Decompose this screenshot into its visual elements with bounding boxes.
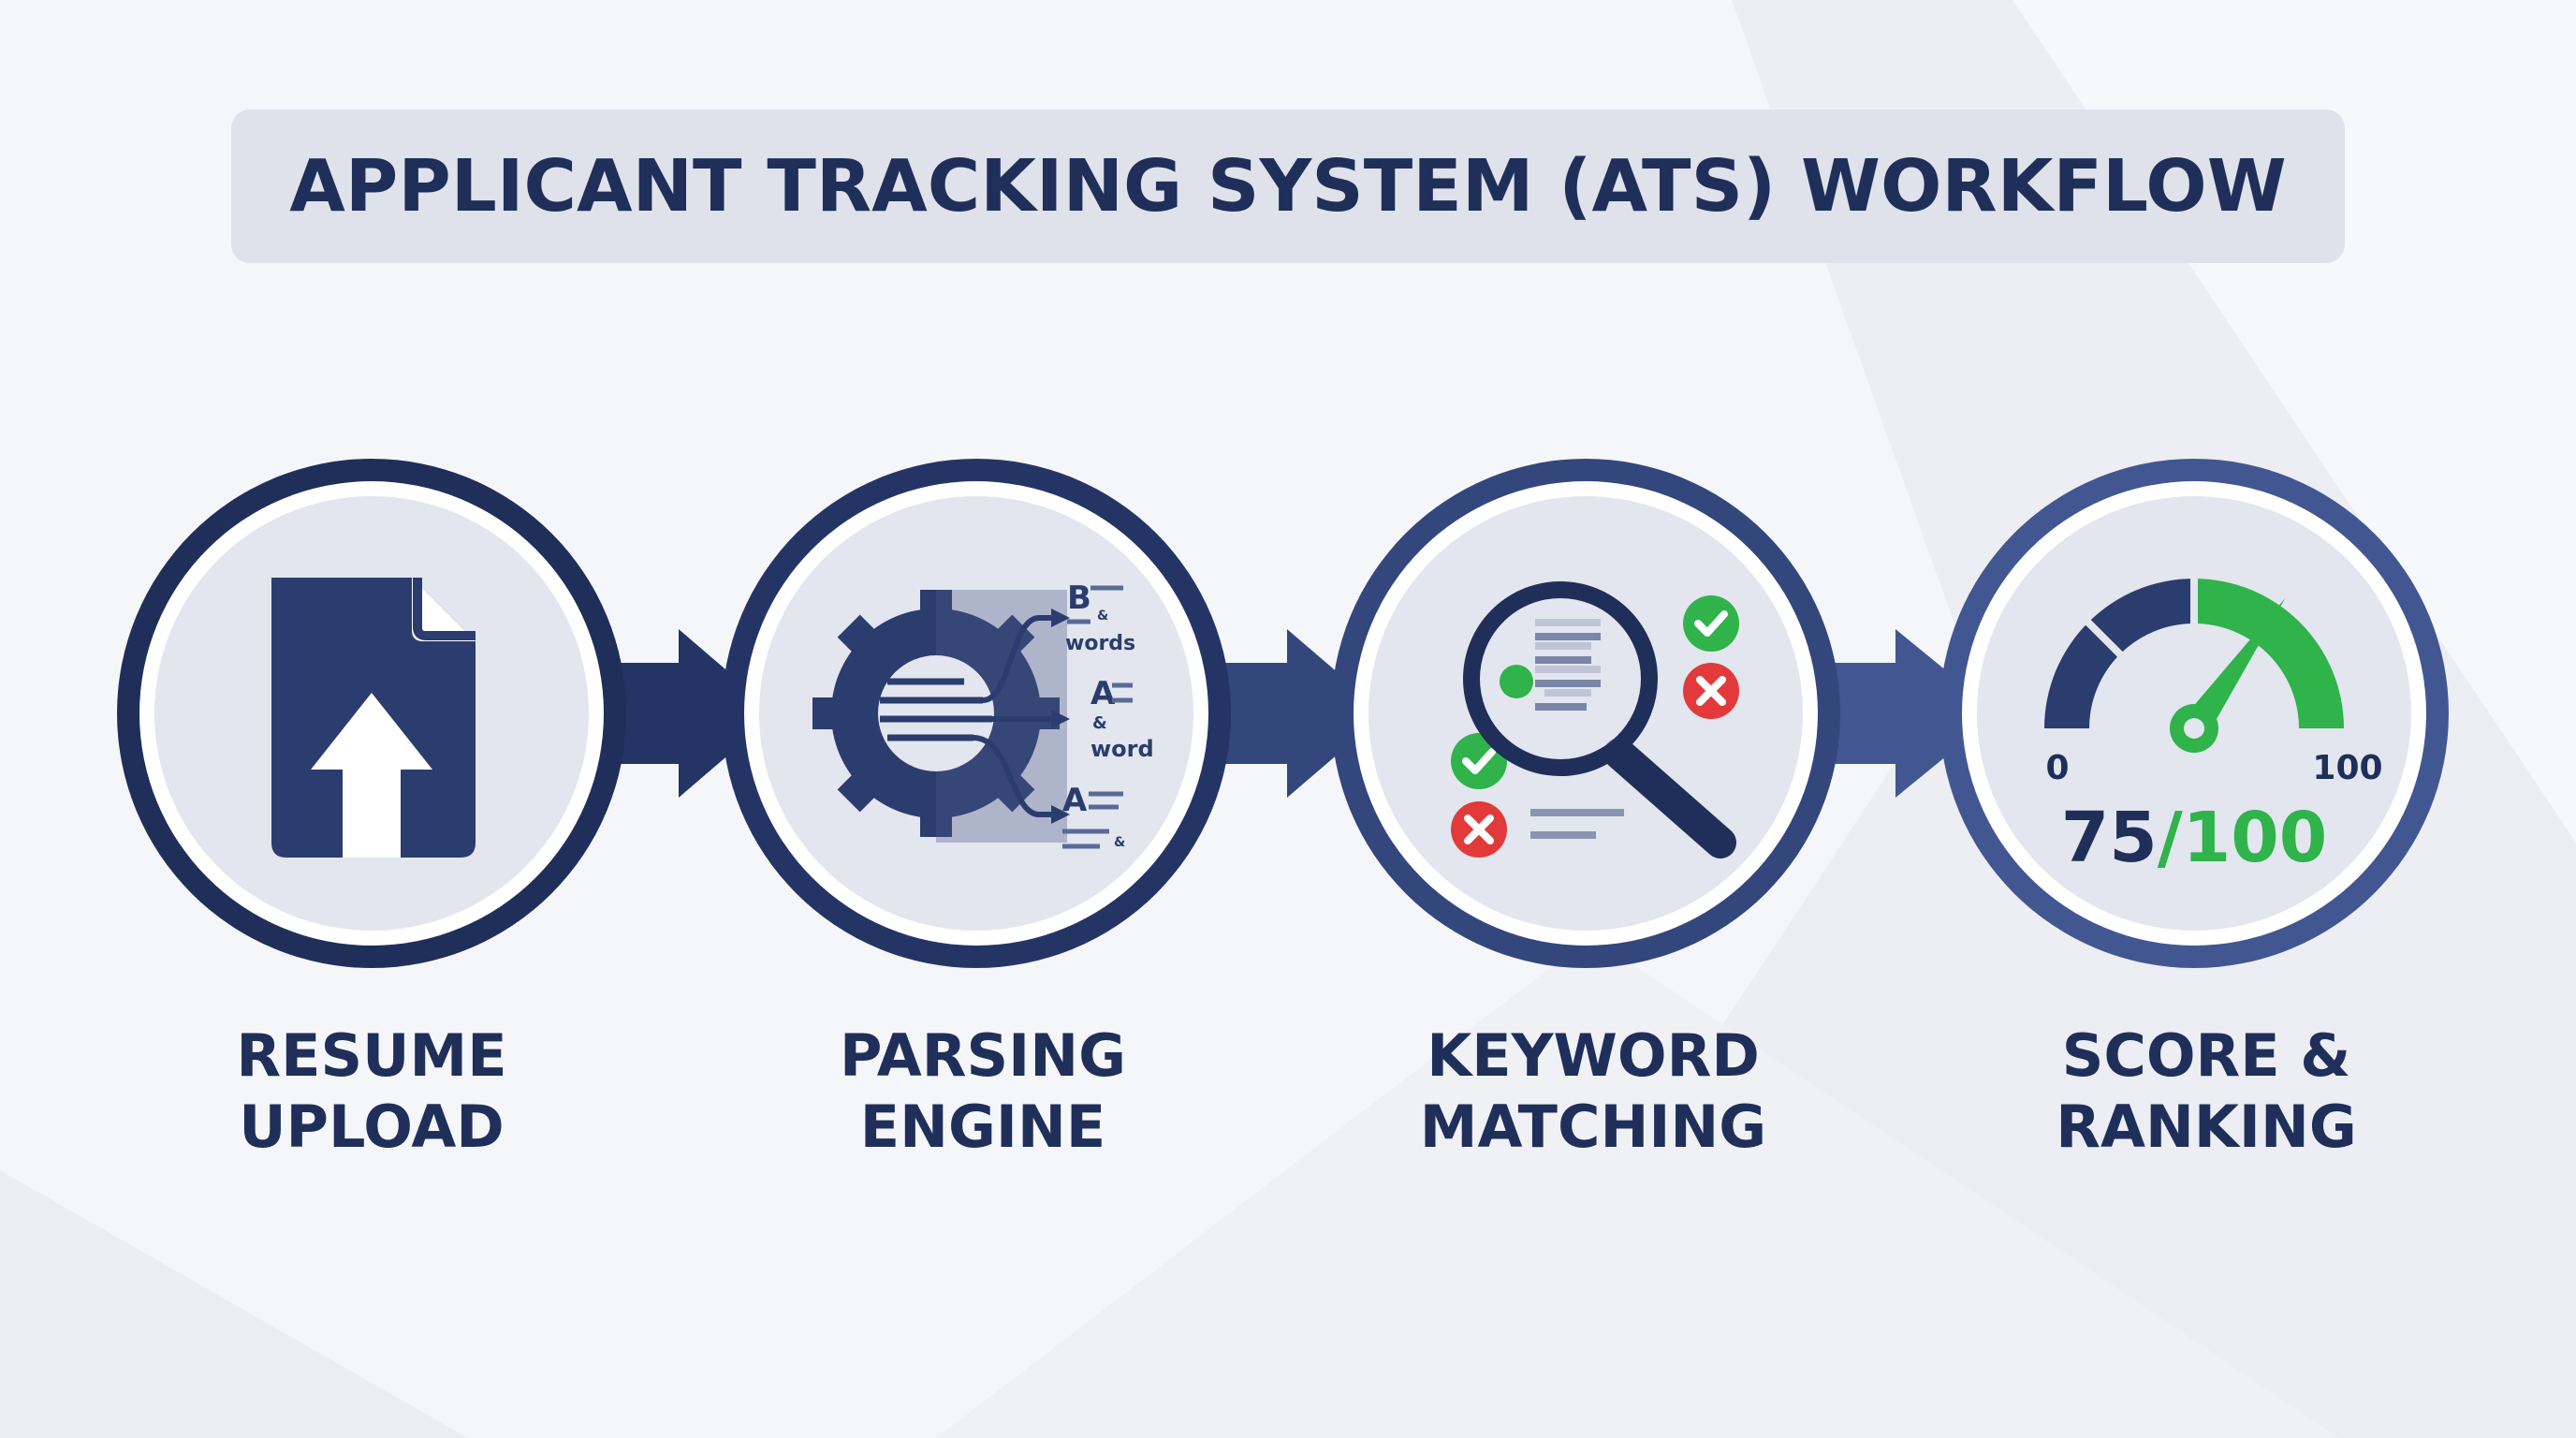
step-label-resume-upload: RESUME UPLOAD [128, 1020, 615, 1163]
step-label-line: SCORE & [2061, 1021, 2351, 1090]
gauge-max-label: 100 [2312, 749, 2382, 787]
score-total: /100 [2158, 798, 2328, 878]
step-label-line: PARSING [840, 1021, 1126, 1090]
step-label-line: RANKING [2056, 1093, 2357, 1161]
gauge-icon [2044, 574, 2344, 753]
step-label-parsing-engine: PARSING ENGINE [739, 1020, 1226, 1163]
fragment-1-amp: & [1097, 609, 1108, 624]
step-keyword-matching [1331, 459, 1840, 968]
step-score-ranking: 0 100 75/100 [1939, 459, 2449, 968]
parsed-fragments: B & words A & word A [1062, 580, 1154, 850]
score-value: 75 [2061, 798, 2158, 878]
fragment-3-amp: & [1114, 835, 1125, 850]
fragment-1-word: words [1065, 632, 1135, 655]
file-upload-icon [271, 578, 476, 858]
gauge-needle [2181, 597, 2286, 738]
step-label-line: ENGINE [859, 1093, 1106, 1161]
step-label-line: MATCHING [1419, 1093, 1767, 1161]
cross-icon [1683, 663, 1739, 719]
fragment-2-letter: A [1090, 675, 1116, 712]
diagram-title: APPLICANT TRACKING SYSTEM (ATS) WORKFLOW [289, 144, 2287, 228]
step-label-keyword-matching: KEYWORD MATCHING [1350, 1020, 1837, 1163]
step-label-line: KEYWORD [1427, 1021, 1760, 1090]
magnifier-icon [1463, 581, 1736, 858]
check-icon [1683, 595, 1739, 652]
step-label-line: RESUME [236, 1021, 507, 1090]
step-parsing-engine: B & words A & word A [722, 459, 1231, 968]
fragment-1-letter: B [1067, 580, 1091, 617]
step-label-line: UPLOAD [239, 1093, 505, 1161]
gear-icon [812, 590, 1070, 843]
cross-icon [1451, 801, 1507, 858]
score-readout: 75/100 [2061, 798, 2327, 878]
title-banner: APPLICANT TRACKING SYSTEM (ATS) WORKFLOW [231, 110, 2345, 263]
fragment-2-amp: & [1092, 713, 1107, 733]
step-label-score-ranking: SCORE & RANKING [1963, 1020, 2450, 1163]
fragment-2-word: word [1090, 736, 1154, 762]
fragment-3-letter: A [1062, 782, 1088, 819]
step-resume-upload [117, 459, 626, 968]
gauge-min-label: 0 [2045, 749, 2069, 787]
